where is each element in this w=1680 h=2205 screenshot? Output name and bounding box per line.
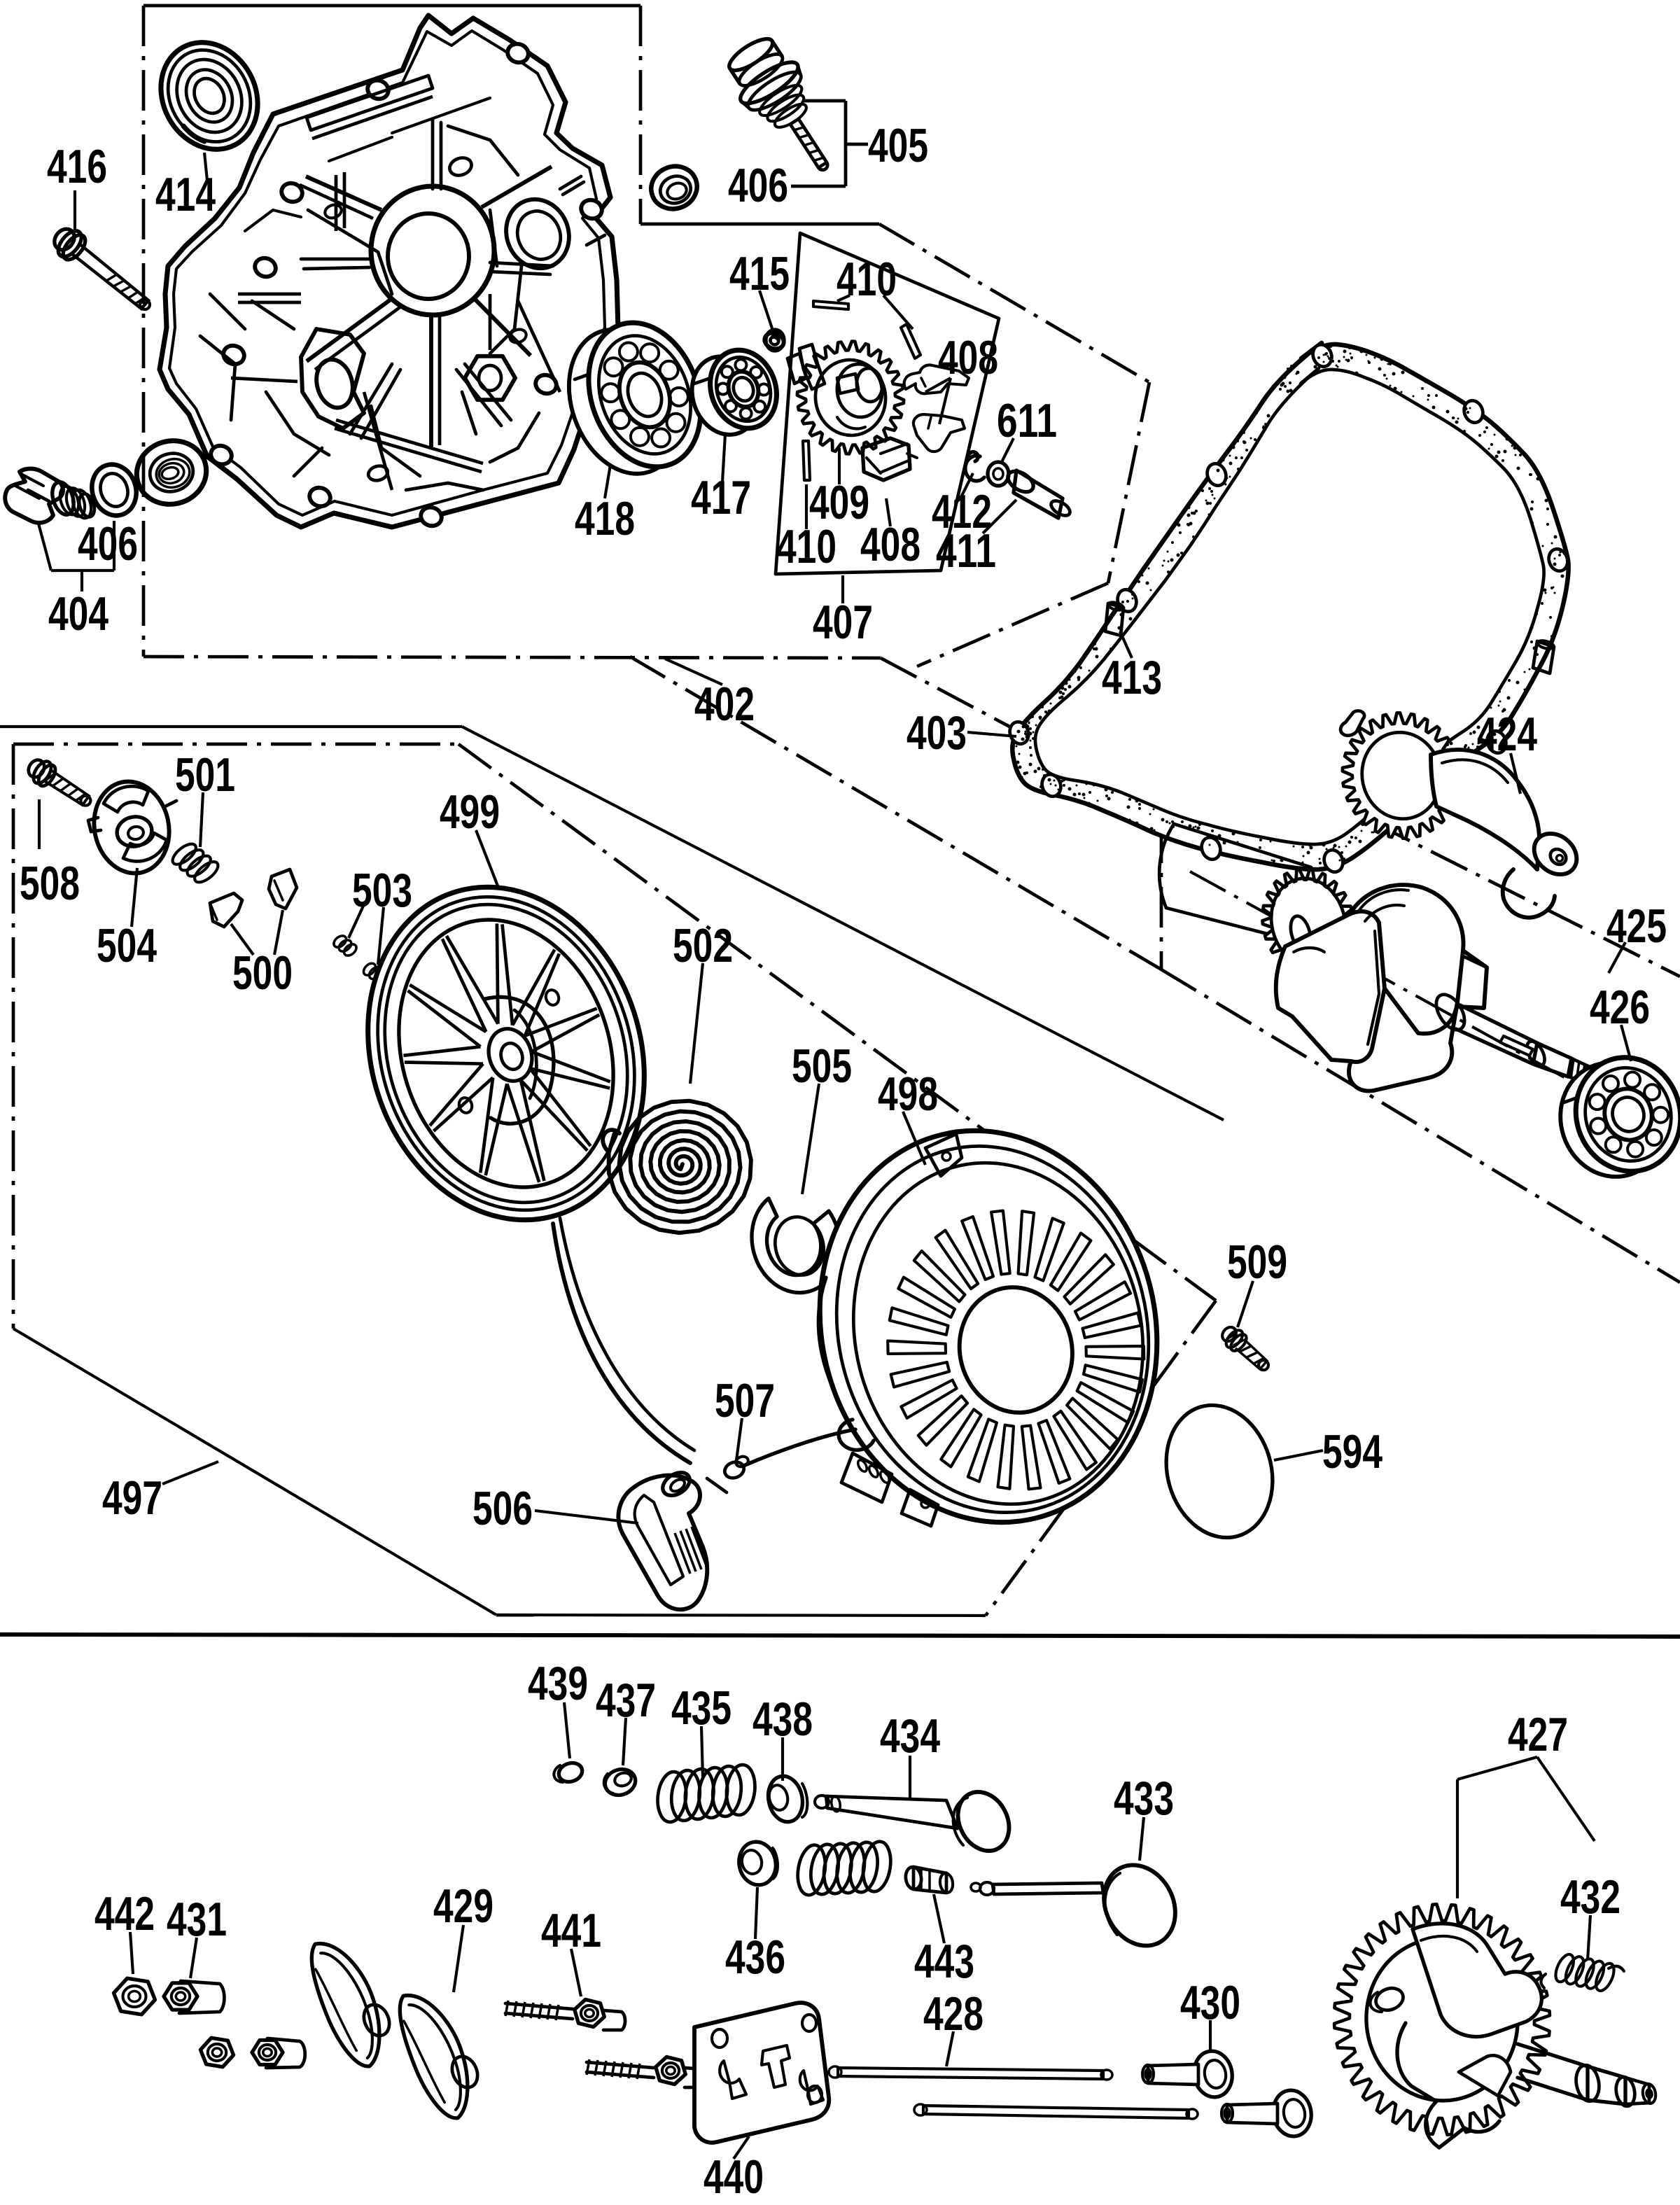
svg-text:403: 403	[906, 706, 967, 760]
svg-text:436: 436	[725, 1931, 785, 1984]
svg-text:503: 503	[352, 864, 412, 917]
svg-text:408: 408	[938, 331, 998, 384]
svg-text:408: 408	[860, 518, 920, 571]
svg-text:507: 507	[715, 1374, 775, 1427]
svg-text:426: 426	[1590, 981, 1650, 1034]
svg-text:407: 407	[813, 596, 873, 649]
svg-text:432: 432	[1560, 1870, 1620, 1924]
svg-text:430: 430	[1180, 1976, 1240, 2029]
svg-text:411: 411	[936, 524, 996, 578]
svg-text:431: 431	[167, 1893, 227, 1946]
svg-text:418: 418	[575, 492, 635, 545]
svg-text:505: 505	[792, 1040, 852, 1093]
svg-text:497: 497	[102, 1471, 162, 1525]
svg-text:405: 405	[868, 119, 928, 172]
svg-text:404: 404	[48, 587, 108, 640]
svg-text:504: 504	[97, 919, 157, 972]
svg-text:501: 501	[175, 748, 235, 802]
svg-text:417: 417	[691, 471, 751, 524]
svg-text:509: 509	[1227, 1236, 1287, 1289]
svg-text:443: 443	[914, 1935, 974, 1988]
svg-text:442: 442	[94, 1887, 155, 1940]
svg-text:437: 437	[596, 1674, 656, 1727]
svg-text:433: 433	[1114, 1772, 1174, 1825]
svg-text:500: 500	[232, 946, 293, 1000]
svg-text:499: 499	[440, 785, 500, 839]
svg-text:434: 434	[880, 1709, 940, 1763]
svg-text:439: 439	[528, 1657, 588, 1710]
svg-text:429: 429	[433, 1879, 493, 1933]
svg-text:508: 508	[20, 857, 80, 910]
svg-text:424: 424	[1477, 708, 1537, 761]
svg-text:409: 409	[809, 476, 869, 529]
svg-text:441: 441	[541, 1904, 601, 1957]
svg-text:425: 425	[1606, 899, 1667, 953]
svg-text:427: 427	[1508, 1708, 1568, 1761]
svg-text:406: 406	[728, 159, 788, 212]
svg-text:406: 406	[78, 517, 138, 570]
svg-text:435: 435	[671, 1681, 732, 1735]
svg-text:415: 415	[729, 247, 790, 300]
svg-text:428: 428	[923, 1987, 983, 2040]
svg-text:402: 402	[694, 678, 755, 731]
svg-text:414: 414	[155, 168, 216, 221]
svg-text:440: 440	[704, 2150, 764, 2204]
svg-text:611: 611	[997, 394, 1057, 447]
svg-text:416: 416	[47, 140, 107, 193]
svg-text:502: 502	[673, 919, 733, 972]
svg-text:410: 410	[776, 520, 836, 573]
svg-text:410: 410	[836, 253, 897, 306]
svg-text:594: 594	[1322, 1425, 1382, 1478]
svg-text:498: 498	[878, 1068, 938, 1121]
svg-text:506: 506	[472, 1482, 533, 1535]
svg-text:438: 438	[752, 1693, 813, 1746]
svg-text:412: 412	[932, 485, 992, 538]
svg-text:413: 413	[1102, 651, 1162, 704]
